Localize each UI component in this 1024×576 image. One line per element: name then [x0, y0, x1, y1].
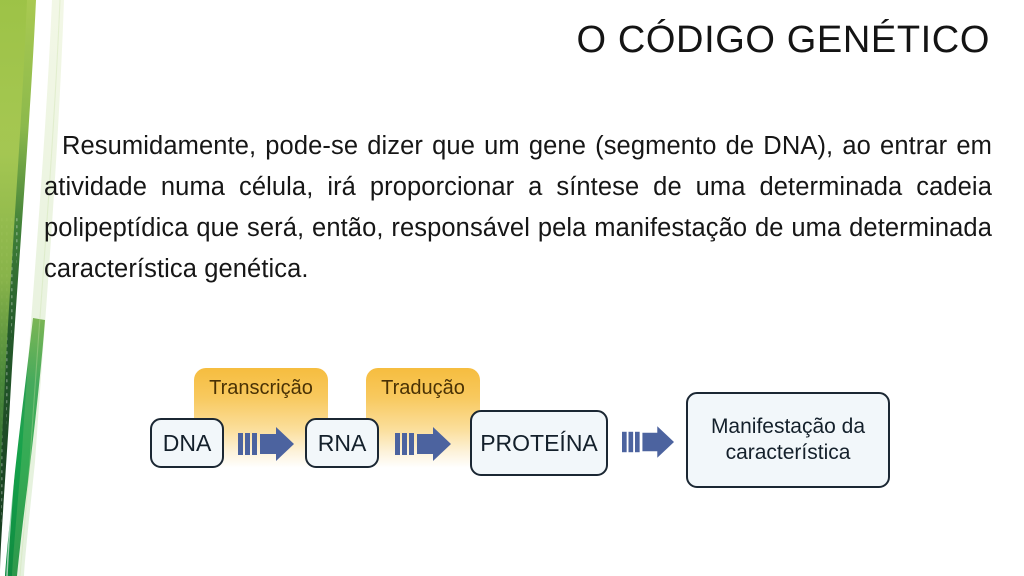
- process-label-traducao: Tradução: [381, 377, 465, 399]
- stage-box-dna: DNA: [150, 418, 224, 468]
- body-paragraph: Resumidamente, pode-se dizer que um gene…: [44, 132, 992, 283]
- stage-box-proteina: PROTEÍNA: [470, 410, 608, 476]
- gene-expression-diagram: Transcrição Tradução DNA RNA PROTEÍNA Ma…: [150, 352, 910, 512]
- stage-box-rna: RNA: [305, 418, 379, 468]
- arrow-rna-proteina-icon: [395, 427, 451, 461]
- stage-label-proteina: PROTEÍNA: [480, 429, 598, 456]
- process-label-transcricao: Transcrição: [209, 377, 313, 399]
- stage-label-manifestacao-line2: característica: [725, 441, 851, 464]
- page-title: O CÓDIGO GENÉTICO: [576, 19, 990, 61]
- arrow-proteina-manifestacao-icon: [622, 426, 674, 458]
- arrow-dna-rna-icon: [238, 427, 294, 461]
- stage-label-rna: RNA: [317, 429, 367, 456]
- stage-box-manifestacao: Manifestação da característica: [686, 392, 890, 488]
- stage-label-dna: DNA: [162, 429, 212, 456]
- stage-label-manifestacao-line1: Manifestação da: [710, 415, 866, 438]
